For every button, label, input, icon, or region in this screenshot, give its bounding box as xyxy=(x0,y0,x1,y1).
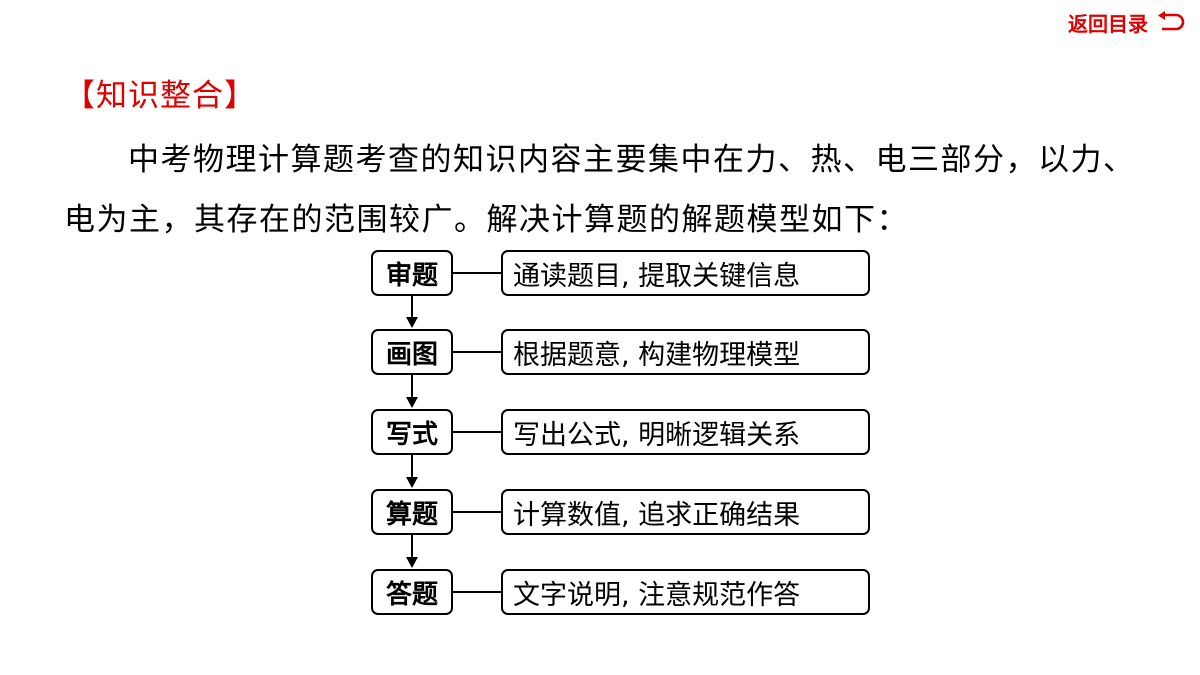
flow-desc-1: 通读题目, 提取关键信息 xyxy=(501,250,870,296)
flow-desc-4-text: 计算数值, 追求正确结果 xyxy=(513,499,801,531)
flow-connector-3 xyxy=(453,431,501,433)
flow-arrowhead-4 xyxy=(406,557,418,568)
flow-connector-4 xyxy=(453,511,501,513)
flow-arrow-line-4 xyxy=(411,535,413,558)
flow-desc-2: 根据题意, 构建物理模型 xyxy=(501,329,870,375)
flow-arrowhead-3 xyxy=(406,477,418,488)
flow-desc-1-text: 通读题目, 提取关键信息 xyxy=(513,260,801,292)
flow-step-2-label: 画图 xyxy=(385,339,438,370)
flow-step-3: 写式 xyxy=(371,409,453,455)
flow-step-4: 算题 xyxy=(371,489,453,535)
flow-desc-5: 文字说明, 注意规范作答 xyxy=(501,569,870,615)
section-title: 【知识整合】 xyxy=(64,78,256,114)
flow-arrowhead-2 xyxy=(406,397,418,408)
flow-step-1: 审题 xyxy=(371,250,453,296)
flow-arrow-line-2 xyxy=(411,375,413,398)
flow-connector-2 xyxy=(453,351,501,353)
flow-step-5: 答题 xyxy=(371,569,453,615)
flow-step-2: 画图 xyxy=(371,329,453,375)
flow-step-4-label: 算题 xyxy=(385,499,438,530)
flow-desc-2-text: 根据题意, 构建物理模型 xyxy=(513,339,801,371)
flow-step-3-label: 写式 xyxy=(385,419,438,450)
flow-arrow-line-1 xyxy=(411,296,413,318)
flow-connector-1 xyxy=(453,272,501,274)
back-to-contents-label: 返回目录 xyxy=(1068,12,1148,36)
flow-arrowhead-1 xyxy=(406,317,418,328)
flow-arrow-line-3 xyxy=(411,455,413,478)
flow-desc-3-text: 写出公式, 明晰逻辑关系 xyxy=(513,419,801,451)
flow-step-1-label: 审题 xyxy=(385,260,438,291)
flow-connector-5 xyxy=(453,591,501,593)
flow-desc-3: 写出公式, 明晰逻辑关系 xyxy=(501,409,870,455)
return-arrow-icon xyxy=(1158,10,1185,30)
flow-desc-5-text: 文字说明, 注意规范作答 xyxy=(513,579,801,611)
flow-desc-4: 计算数值, 追求正确结果 xyxy=(501,489,870,535)
flow-step-5-label: 答题 xyxy=(385,579,438,610)
intro-paragraph: 中考物理计算题考查的知识内容主要集中在力、热、电三部分，以力、电为主，其存在的范… xyxy=(64,142,1136,238)
back-to-contents-link[interactable]: 返回目录 xyxy=(1068,8,1186,37)
